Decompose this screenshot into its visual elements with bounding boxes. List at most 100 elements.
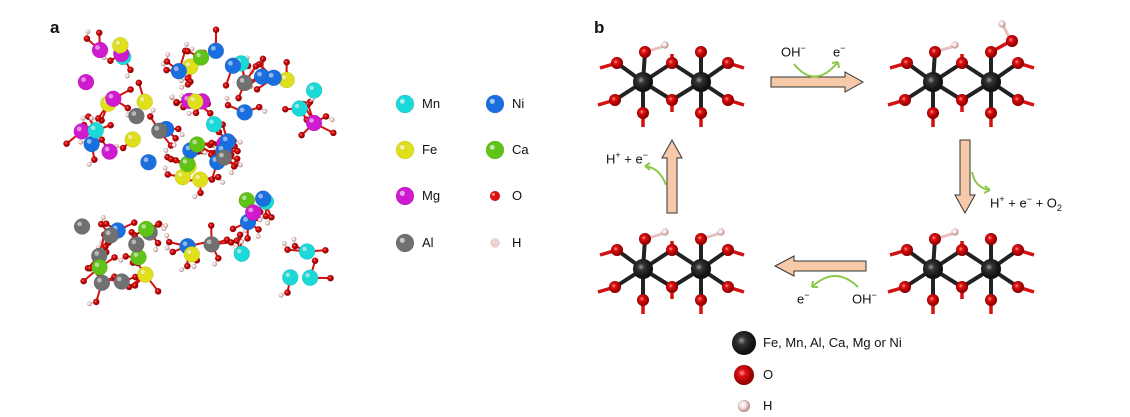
oxygen-atom: [154, 220, 162, 228]
octahedral-dimer: [887, 20, 1035, 127]
metal-atom: [187, 93, 204, 110]
oxygen-atom: [721, 93, 735, 107]
atom-highlight: [186, 249, 193, 255]
hydrogen-atom: [212, 261, 218, 267]
legend-swatch-highlight: [399, 144, 406, 151]
hydrogen-atom: [224, 95, 230, 101]
octahedral-dimer: [887, 228, 1035, 314]
atom-highlight: [127, 134, 133, 140]
oxygen-atom: [928, 232, 942, 246]
oxygen-atom: [229, 225, 237, 233]
metal-atom: [690, 258, 712, 280]
legend-b-label-0: Fe, Mn, Al, Ca, Mg or Ni: [763, 335, 902, 350]
legend-swatch-mn: [395, 94, 415, 114]
metal-atom: [101, 143, 118, 160]
hydrogen-atom: [202, 150, 208, 156]
oxygen-atom: [233, 237, 241, 245]
atom-highlight: [143, 156, 149, 163]
oxygen-atom: [284, 246, 291, 254]
atom-highlight: [294, 103, 300, 109]
oxygen-atom: [173, 98, 181, 106]
oxygen-atom: [146, 113, 154, 120]
legend-b-swatch-2: [737, 399, 751, 413]
hydrogen-atom: [661, 228, 669, 236]
oxygen-atom: [124, 104, 132, 112]
oxygen-atom: [284, 289, 291, 297]
metal-atom: [112, 36, 129, 54]
metal-atom: [305, 82, 323, 99]
oxygen-atom: [311, 257, 319, 265]
oxygen-atom: [259, 55, 267, 63]
atom-highlight: [94, 262, 100, 268]
oxygen-atom: [224, 101, 232, 109]
oxygen-atom: [721, 243, 735, 257]
metal-atom: [922, 258, 944, 280]
metal-atom: [151, 122, 168, 140]
hydrogen-atom: [169, 94, 175, 100]
atom-highlight: [218, 152, 225, 158]
hydrogen-atom: [80, 115, 86, 121]
oxygen-atom: [329, 129, 337, 137]
atom-highlight: [222, 136, 228, 142]
atom-highlight: [256, 71, 263, 77]
curved-arrow-step2: [971, 171, 991, 191]
atom-highlight: [76, 126, 82, 132]
atom-highlight: [140, 223, 147, 230]
oxygen-atom: [236, 231, 244, 239]
legend-label-h: H: [512, 235, 522, 250]
oxygen-atom: [608, 280, 622, 294]
curved-arrow-step1: [793, 61, 839, 78]
oxygen-atom: [233, 155, 241, 163]
legend-label-fe: Fe: [422, 142, 438, 157]
metal-atom: [113, 273, 130, 290]
oxygen-atom: [63, 140, 71, 148]
oxygen-atom: [206, 109, 214, 117]
atom-highlight: [105, 230, 111, 236]
atom-highlight: [173, 65, 180, 72]
metal-atom: [87, 122, 104, 139]
oxygen-atom: [721, 280, 735, 294]
curved-arrow-step4: [644, 165, 667, 186]
oxygen-atom: [127, 66, 134, 74]
hydrogen-atom: [265, 220, 271, 226]
step1-input: OH−: [781, 43, 806, 60]
oxygen-atom: [1011, 280, 1025, 294]
legend-b-swatch-0: [731, 330, 757, 356]
oxygen-atom: [95, 29, 103, 37]
legend-label-al: Al: [422, 235, 434, 250]
oxygen-atom: [184, 80, 192, 88]
oxygen-atom: [638, 45, 652, 59]
atom-highlight: [195, 52, 202, 58]
step4-products: H+ + e−: [606, 150, 648, 167]
metal-atom: [183, 246, 201, 263]
hydrogen-atom: [179, 84, 185, 90]
octahedral-dimer: [597, 41, 745, 127]
step1-output: e−: [833, 43, 846, 60]
metal-atom: [233, 245, 251, 262]
hydrogen-atom: [163, 147, 169, 153]
hydrogen-atom: [124, 73, 130, 79]
metal-atom: [690, 71, 712, 93]
hydrogen-atom: [162, 165, 168, 171]
hydrogen-atom: [257, 217, 263, 223]
atom-highlight: [242, 216, 249, 223]
atom-highlight: [208, 119, 215, 125]
oxygen-atom: [235, 94, 243, 102]
metal-atom: [128, 107, 145, 125]
hydrogen-atom: [237, 139, 243, 145]
hydrogen-atom: [186, 110, 192, 117]
hydrogen-atom: [291, 236, 297, 242]
oxygen-atom: [102, 220, 110, 228]
oxygen-atom: [898, 280, 912, 294]
oxygen-atom: [636, 106, 650, 120]
hydrogen-atom: [661, 41, 669, 49]
legend-b-label-2: H: [763, 398, 773, 413]
metal-atom: [224, 57, 242, 74]
legend-b-label-1: O: [763, 367, 774, 382]
atom-highlight: [301, 246, 308, 252]
panel-label-b: b: [594, 18, 605, 37]
oxygen-atom: [83, 35, 91, 43]
arrow-right: [770, 71, 865, 93]
metal-atom: [980, 258, 1002, 280]
